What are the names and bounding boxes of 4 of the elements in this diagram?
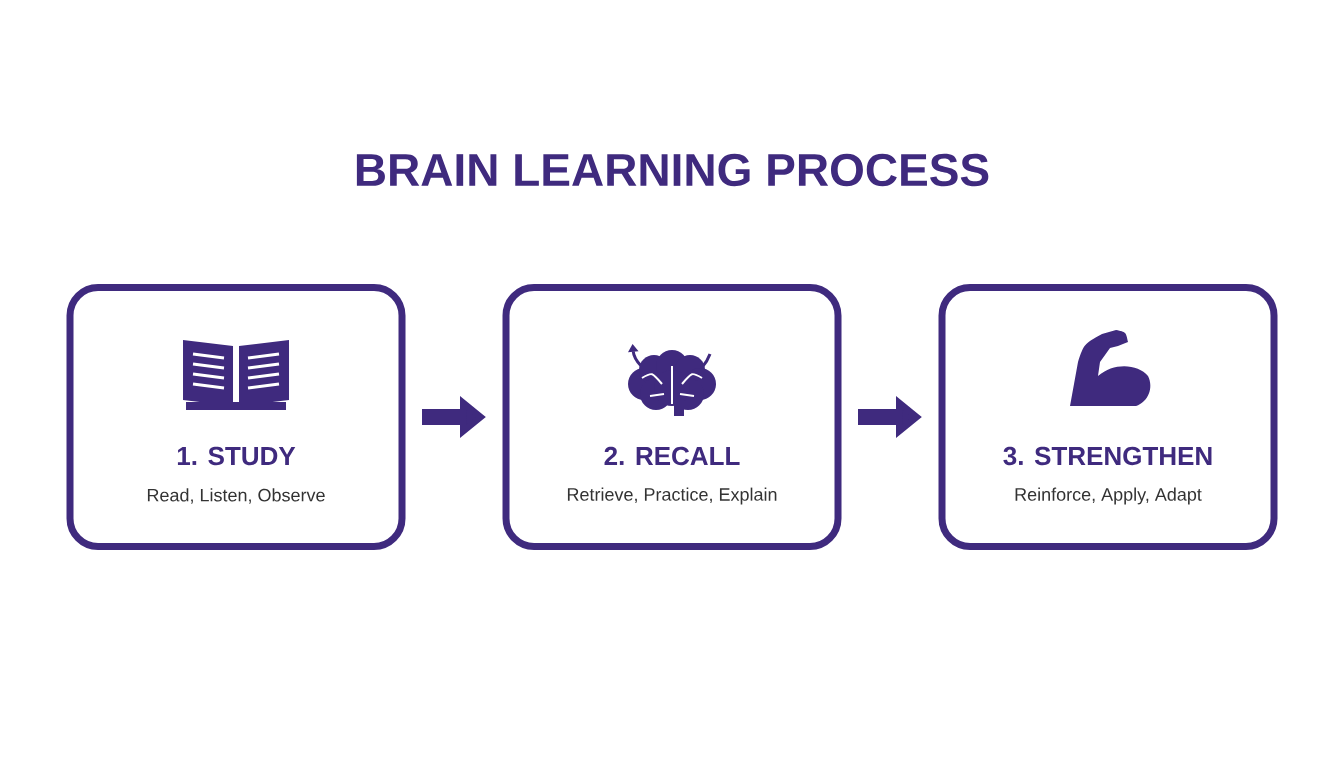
title: BRAIN LEARNING PROCESS: [356, 153, 989, 187]
step-box: 2. RECALL Retrieve, Practice, Explain: [502, 284, 842, 550]
step-box: 3. STRENGTHEN Reinforce, Apply, Adapt: [938, 284, 1278, 550]
step-box: 1. STUDY Read, Listen, Observe: [66, 284, 406, 550]
